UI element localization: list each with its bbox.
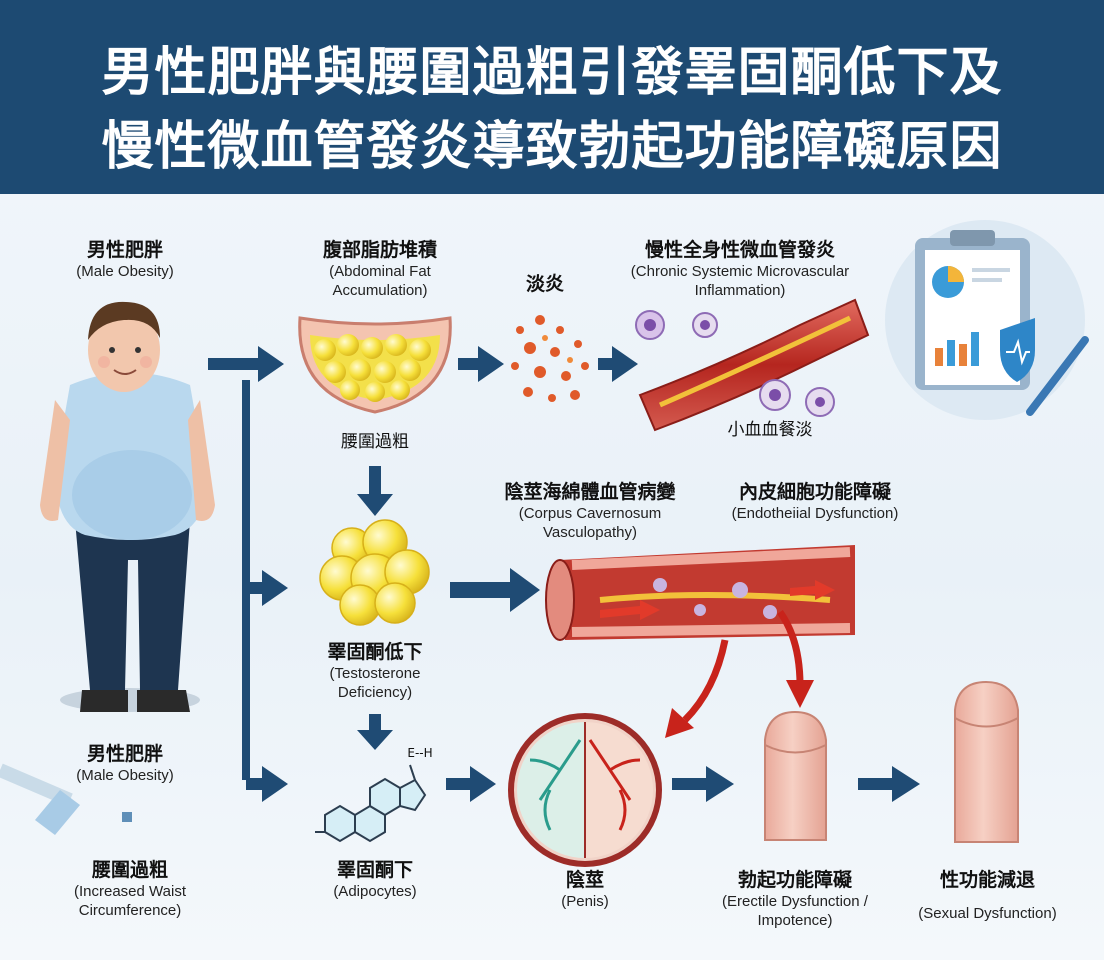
label-en: (Increased Waist: [74, 883, 186, 900]
fat-cells-illustration: [319, 519, 430, 626]
label-en: (Erectile Dysfunction /: [722, 893, 868, 910]
label-inflammation-short: 淡炎: [505, 272, 585, 296]
label-en: (Corpus Cavernosum: [518, 505, 662, 522]
penis-sexual-dysfunction-illustration: [954, 680, 1019, 843]
label-en: (Sexual Dysfunction): [918, 905, 1057, 922]
label-zh: 勃起功能障礙: [737, 869, 852, 891]
testosterone-molecule-illustration: [315, 764, 427, 843]
red-flow-arrows: [665, 609, 814, 738]
title-line-2: 慢性微血管發炎導致勃起功能障礙原因: [101, 117, 1003, 177]
label-zh: 男性肥胖: [86, 743, 163, 765]
label-abdominal-fat: 腹部脂肪堆積 (Abdominal Fat Accumulation): [290, 238, 470, 300]
label-waist-short: 腰圍過粗: [315, 430, 435, 454]
label-zh: 慢性全身性微血管發炎: [644, 239, 835, 261]
label-zh: 睪固酮低下: [327, 641, 423, 663]
label-en: (Penis): [561, 893, 609, 910]
label-en: Impotence): [757, 912, 833, 929]
inflammation-particles: [511, 315, 589, 402]
label-zh: 腰圍過粗: [341, 432, 409, 452]
label-chronic-inflammation: 慢性全身性微血管發炎 (Chronic Systemic Microvascul…: [600, 238, 880, 300]
label-penis: 陰莖 (Penis): [535, 868, 635, 911]
label-en: (Male Obesity): [76, 767, 174, 784]
clipboard-report-illustration: [885, 220, 1089, 420]
label-male-obesity-top: 男性肥胖 (Male Obesity): [60, 238, 190, 281]
label-sexual-dysfunction: 性功能減退 (Sexual Dysfunction): [900, 868, 1075, 923]
label-en: Vasculopathy): [543, 524, 637, 541]
label-testosterone: 睪固酮低下 (Testosterone Deficiency): [300, 640, 450, 702]
syringe-decoration: [0, 763, 132, 835]
abdominal-fat-illustration: [298, 316, 452, 414]
label-adipocytes: 睪固酮下 (Adipocytes): [305, 858, 445, 901]
label-zh: 腹部脂肪堆積: [322, 239, 437, 261]
label-endothelial: 內皮細胞功能障礙 (Endotheiial Dysfunction): [705, 480, 925, 523]
label-erectile-dysfunction: 勃起功能障礙 (Erectile Dysfunction / Impotence…: [700, 868, 890, 930]
label-zh: 睪固酮下: [336, 859, 413, 881]
label-zh: 陰莖海綿體血管病變: [504, 481, 676, 503]
title-line-1: 男性肥胖與腰圍過粗引發睪固酮低下及: [101, 43, 1003, 103]
penis-cross-section-illustration: [508, 713, 662, 867]
label-corpus-cavernosum: 陰莖海綿體血管病變 (Corpus Cavernosum Vasculopath…: [460, 480, 720, 542]
inflamed-vessel-illustration: [635, 298, 870, 432]
label-zh: 男性肥胖: [86, 239, 163, 261]
label-waist-circumference: 腰圍過粗 (Increased Waist Circumference): [50, 858, 210, 920]
label-zh: 淡炎: [525, 273, 564, 295]
obese-man-illustration: [40, 301, 215, 712]
label-en: (Chronic Systemic Microvascular: [630, 263, 850, 280]
label-male-obesity-mid: 男性肥胖 (Male Obesity): [60, 742, 190, 785]
label-en: Deficiency): [337, 684, 413, 701]
label-en: (Abdominal Fat: [329, 263, 431, 280]
label-zh: 陰莖: [565, 869, 604, 891]
label-en: (Male Obesity): [76, 263, 174, 280]
flow-arrows: [208, 346, 920, 802]
label-en: Inflammation): [694, 282, 786, 299]
label-zh: 小血血餐淡: [727, 420, 813, 440]
label-en: (Testosterone: [329, 665, 421, 682]
flow-trunk: [242, 380, 250, 780]
penis-ed-illustration: [764, 710, 827, 841]
label-en: Accumulation): [332, 282, 428, 299]
title-banner: 男性肥胖與腰圍過粗引發睪固酮低下及 慢性微血管發炎導致勃起功能障礙原因: [0, 0, 1104, 194]
label-small-vessel: 小血血餐淡: [710, 418, 830, 442]
corpus-cavernosum-vessel-illustration: [545, 545, 855, 641]
label-en: (Endotheiial Dysfunction): [731, 505, 899, 522]
label-en: Circumference): [78, 902, 182, 919]
label-zh: 性功能減退: [939, 869, 1035, 891]
label-zh: 內皮細胞功能障礙: [738, 481, 891, 503]
label-zh: 腰圍過粗: [91, 859, 168, 881]
label-en: (Adipocytes): [333, 883, 417, 900]
molecule-label: E--H: [407, 746, 433, 760]
